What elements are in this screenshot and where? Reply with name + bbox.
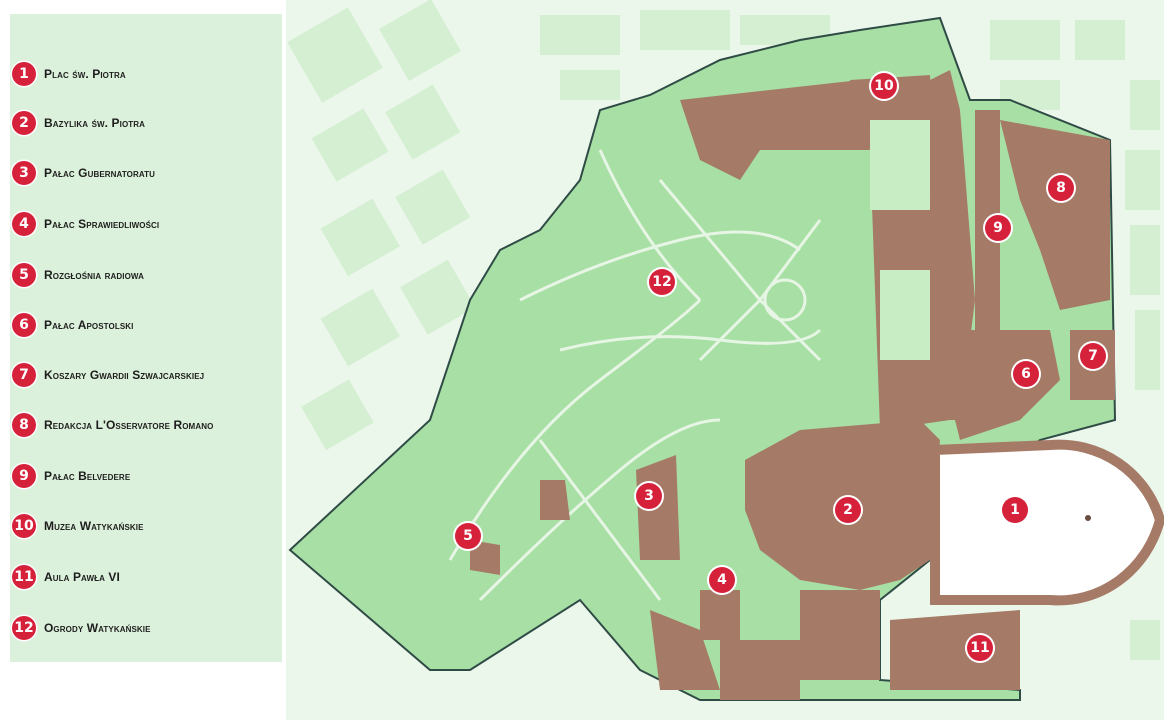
- map-marker-12[interactable]: 12: [649, 269, 675, 295]
- map-marker-11[interactable]: 11: [967, 635, 993, 661]
- legend-marker: 6: [12, 313, 36, 337]
- legend-label: Pałac Gubernatoratu: [44, 166, 156, 180]
- legend-marker: 10: [12, 514, 36, 538]
- legend-label: Bazylika św. Piotra: [44, 116, 146, 130]
- vatican-map: 1 2 3 4 5 6 7 8 9 10 11 12: [286, 0, 1164, 720]
- legend-label: Muzea Watykańskie: [44, 519, 144, 533]
- map-marker-2[interactable]: 2: [835, 497, 861, 523]
- legend-item: 2 Bazylika św. Piotra: [12, 110, 145, 136]
- legend-item: 1 Plac św. Piotra: [12, 61, 126, 87]
- map-marker-7[interactable]: 7: [1080, 343, 1106, 369]
- legend-label: Koszary Gwardii Szwajcarskiej: [44, 368, 205, 382]
- legend-marker: 8: [12, 413, 36, 437]
- city-blocks: [287, 0, 1160, 660]
- legend-item: 5 Rozgłośnia radiowa: [12, 262, 144, 288]
- legend-label: Redakcja L'Osservatore Romano: [44, 418, 214, 432]
- legend-marker: 1: [12, 62, 36, 86]
- legend-marker: 9: [12, 464, 36, 488]
- obelisk: [1085, 515, 1091, 521]
- legend-marker: 5: [12, 263, 36, 287]
- map-marker-10[interactable]: 10: [871, 73, 897, 99]
- legend-item: 3 Pałac Gubernatoratu: [12, 160, 155, 186]
- legend-label: Ogrody Watykańskie: [44, 621, 151, 635]
- garden-paths: [448, 149, 822, 602]
- legend-marker: 11: [12, 565, 36, 589]
- legend-label: Aula Pawła VI: [44, 570, 120, 584]
- legend-marker: 4: [12, 212, 36, 236]
- legend-item: 10 Muzea Watykańskie: [12, 513, 144, 539]
- map-canvas: [286, 0, 1164, 720]
- map-marker-6[interactable]: 6: [1013, 361, 1039, 387]
- legend-item: 7 Koszary Gwardii Szwajcarskiej: [12, 362, 204, 388]
- legend-marker: 7: [12, 363, 36, 387]
- legend-label: Pałac Apostolski: [44, 318, 134, 332]
- map-marker-3[interactable]: 3: [636, 483, 662, 509]
- map-marker-5[interactable]: 5: [455, 523, 481, 549]
- map-marker-1[interactable]: 1: [1002, 497, 1028, 523]
- legend-item: 9 Pałac Belvedere: [12, 463, 130, 489]
- legend-item: 4 Pałac Sprawiedliwości: [12, 211, 159, 237]
- legend-marker: 3: [12, 161, 36, 185]
- legend-item: 6 Pałac Apostolski: [12, 312, 133, 338]
- legend-label: Rozgłośnia radiowa: [44, 268, 145, 282]
- legend-label: Pałac Belvedere: [44, 469, 131, 483]
- legend-marker: 2: [12, 111, 36, 135]
- map-legend: 1 Plac św. Piotra 2 Bazylika św. Piotra …: [10, 14, 282, 662]
- legend-label: Pałac Sprawiedliwości: [44, 217, 160, 231]
- legend-marker: 12: [12, 616, 36, 640]
- legend-item: 11 Aula Pawła VI: [12, 564, 120, 590]
- legend-label: Plac św. Piotra: [44, 67, 126, 81]
- st-peters-square: [930, 439, 1164, 606]
- legend-item: 12 Ogrody Watykańskie: [12, 615, 151, 641]
- map-marker-9[interactable]: 9: [985, 215, 1011, 241]
- map-marker-4[interactable]: 4: [709, 567, 735, 593]
- map-marker-8[interactable]: 8: [1048, 175, 1074, 201]
- legend-item: 8 Redakcja L'Osservatore Romano: [12, 412, 213, 438]
- courtyard-gardens: [870, 120, 930, 360]
